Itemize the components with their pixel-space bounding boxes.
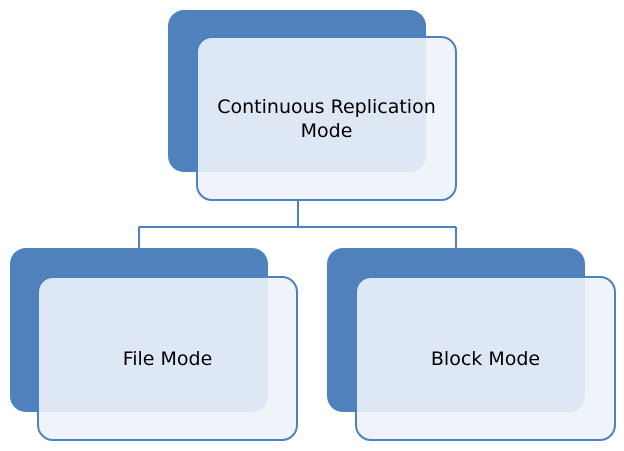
root-node: Continuous Replication Mode xyxy=(196,36,457,201)
root-node-label: Continuous Replication Mode xyxy=(217,95,436,142)
file-mode-node: File Mode xyxy=(37,276,298,441)
block-mode-label: Block Mode xyxy=(430,347,541,370)
block-mode-node: Block Mode xyxy=(355,276,616,441)
file-mode-label: File Mode xyxy=(122,347,213,370)
